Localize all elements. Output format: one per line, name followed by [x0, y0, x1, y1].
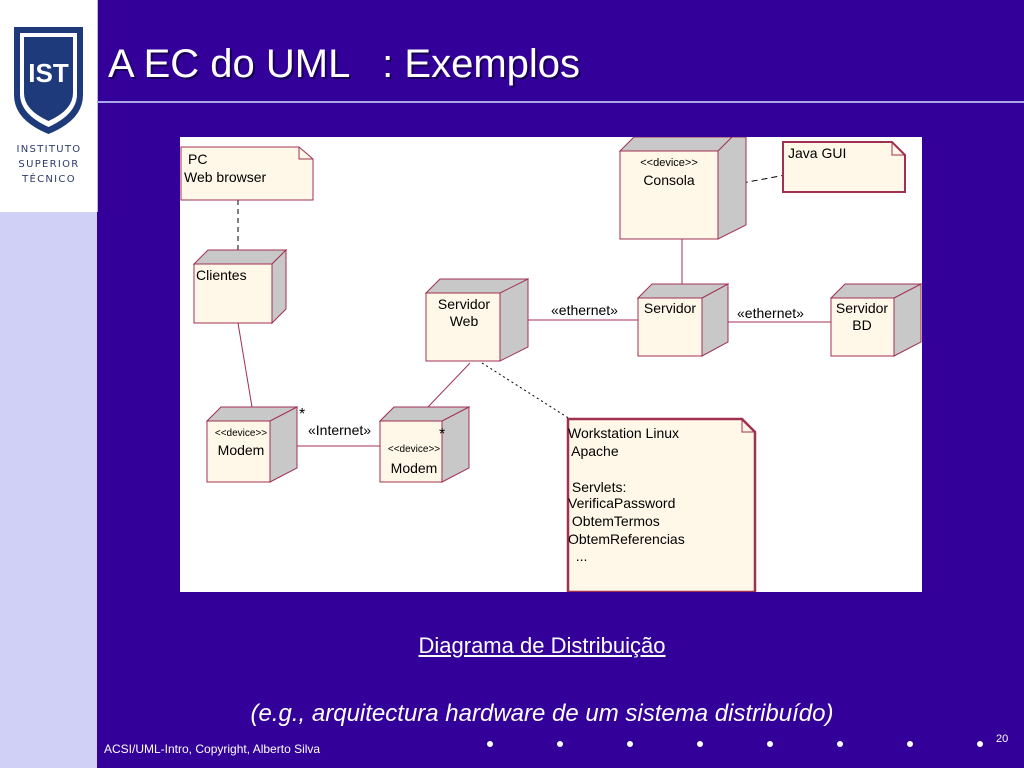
slide-title: A EC do UML : Exemplos: [108, 42, 581, 86]
consola-stereotype: <<device>>: [640, 157, 698, 169]
link-consola-javagui: [731, 174, 786, 186]
servidor-bd-line-1: Servidor: [836, 300, 888, 316]
workstation-line-2: Apache: [568, 443, 619, 459]
footer-dot: [697, 741, 703, 747]
node-modem-left: <<device>> Modem: [205, 406, 299, 483]
title-divider: [97, 101, 1024, 103]
label-multiplicity-right: *: [439, 426, 445, 443]
workstation-line-4: Servlets:: [568, 479, 626, 495]
workstation-line-1: Workstation Linux: [568, 425, 679, 441]
modem-right-label: Modem: [391, 460, 438, 476]
note-java-gui: Java GUI: [782, 141, 906, 193]
node-modem-right: <<device>> Modem: [378, 406, 471, 483]
link-clientes-modem: [237, 322, 253, 408]
servidor-label: Servidor: [644, 300, 696, 316]
consola-label: Consola: [643, 172, 695, 188]
label-ethernet-1: «ethernet»: [551, 302, 618, 318]
clientes-label: Clientes: [196, 267, 247, 283]
logo-line-1: INSTITUTO: [16, 144, 82, 155]
note-workstation: Workstation Linux Apache Servlets: Verif…: [566, 417, 757, 594]
page-number: 20: [996, 733, 1009, 745]
logo-mark: IST: [28, 58, 69, 88]
node-servidor-bd: Servidor BD: [829, 283, 923, 357]
footer-dot: [977, 741, 983, 747]
node-consola: <<device>> Consola: [618, 136, 748, 240]
modem-right-stereotype: <<device>>: [388, 444, 440, 455]
footer-dot: [767, 741, 773, 747]
diagram-caption[interactable]: Diagrama de Distribuição: [97, 633, 987, 659]
link-web-workstation: [481, 362, 571, 420]
label-multiplicity-left: *: [299, 406, 305, 423]
workstation-line-5: VerificaPassword: [568, 495, 675, 511]
label-ethernet-2: «ethernet»: [737, 305, 804, 321]
footer-copyright: ACSI/UML-Intro, Copyright, Alberto Silva: [104, 742, 321, 756]
footer-dot: [487, 741, 493, 747]
footer-dot: [907, 741, 913, 747]
diagram-connections: [237, 174, 831, 447]
modem-left-stereotype: <<device>>: [215, 428, 267, 439]
shield-icon: IST: [14, 27, 83, 134]
node-clientes: Clientes: [192, 248, 288, 325]
servidor-bd-line-2: BD: [852, 317, 871, 333]
note-pc-browser: PC Web browser: [180, 146, 314, 201]
deployment-diagram: PC Web browser <<device>> Consola Java G…: [180, 136, 923, 594]
workstation-line-8: ...: [568, 548, 587, 564]
footer-dot: [557, 741, 563, 747]
servidor-web-line-1: Servidor: [438, 296, 490, 312]
link-modem-servidorweb: [427, 362, 471, 408]
label-internet: «Internet»: [308, 422, 371, 438]
node-servidor-web: Servidor Web: [424, 278, 530, 362]
note-pc-line-2: Web browser: [184, 169, 267, 185]
node-servidor: Servidor: [636, 283, 730, 357]
footer-dot: [627, 741, 633, 747]
workstation-line-7: ObtemReferencias: [568, 531, 685, 547]
logo-line-2: SUPERIOR: [18, 159, 80, 170]
servidor-web-line-2: Web: [450, 313, 479, 329]
workstation-line-6: ObtemTermos: [568, 513, 660, 529]
footer-dot: [837, 741, 843, 747]
modem-left-label: Modem: [218, 442, 265, 458]
note-java-gui-text: Java GUI: [788, 145, 846, 161]
institution-logo: IST INSTITUTO SUPERIOR TÉCNICO: [0, 0, 98, 212]
diagram-subcaption: (e.g., arquitectura hardware de um siste…: [250, 700, 834, 727]
diagram-caption-link[interactable]: Diagrama de Distribuição: [418, 633, 666, 658]
note-pc-line-1: PC: [188, 151, 207, 167]
logo-line-3: TÉCNICO: [22, 174, 76, 185]
